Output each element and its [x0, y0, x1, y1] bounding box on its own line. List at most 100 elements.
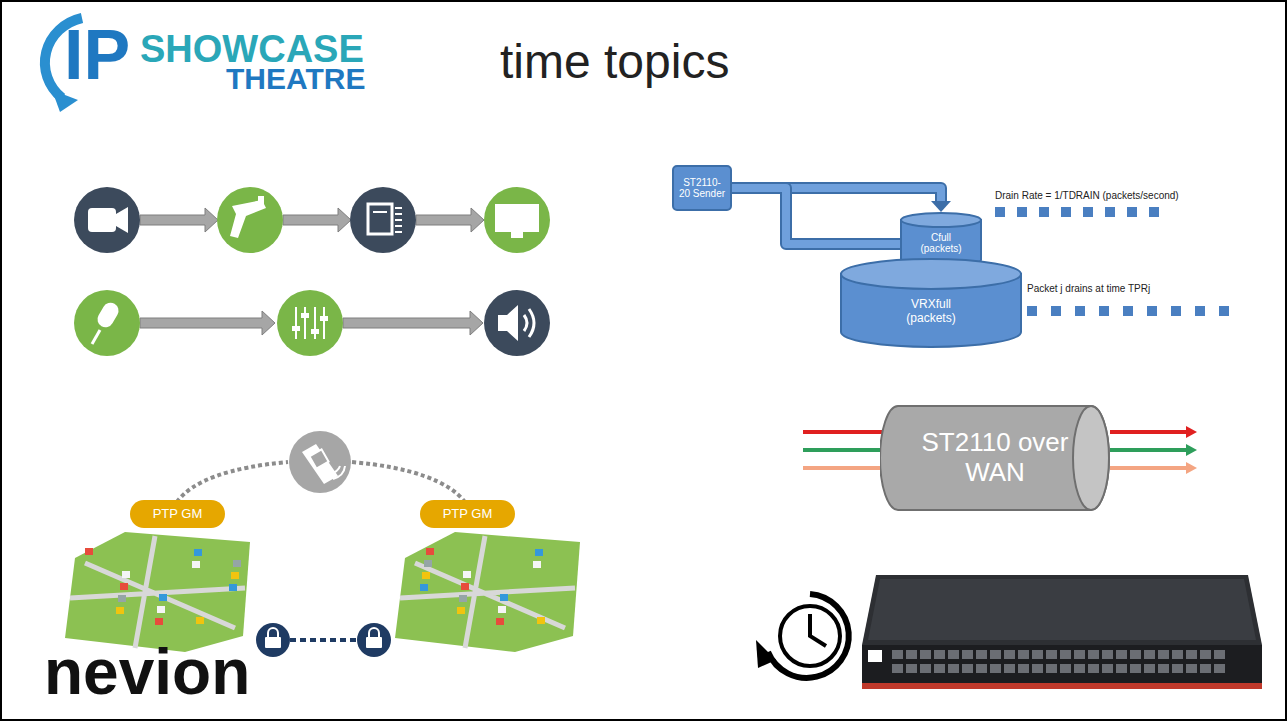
audio-flow	[292, 313, 328, 334]
port	[1158, 650, 1169, 659]
video-flow	[88, 208, 116, 232]
wan-arrows	[803, 430, 890, 434]
port	[1102, 650, 1113, 659]
audio-flow	[484, 290, 550, 356]
node-text: PTP GM	[153, 507, 203, 522]
building	[85, 548, 93, 555]
wan-arrows	[803, 448, 890, 452]
wan-arrows	[1110, 448, 1188, 452]
node-text: (packets)	[920, 243, 961, 255]
port	[1130, 664, 1141, 673]
building	[157, 606, 165, 613]
building	[496, 618, 504, 625]
shape	[673, 166, 731, 210]
port	[962, 650, 973, 659]
building	[196, 617, 204, 624]
brand-logo: nevion	[44, 640, 250, 704]
packet-square	[1171, 306, 1181, 316]
satellite-link	[309, 449, 328, 468]
network-switch	[862, 575, 1262, 645]
node-text: PTP GM	[443, 507, 493, 522]
port	[1004, 650, 1015, 659]
port	[990, 650, 1001, 659]
satellite-link	[302, 444, 338, 484]
building	[231, 572, 239, 579]
port	[1088, 664, 1099, 673]
wan-cylinder: ST2110 over WAN	[880, 405, 1110, 511]
video-flow	[140, 208, 484, 232]
video-flow	[217, 187, 283, 253]
building	[537, 617, 545, 624]
secure-link	[357, 623, 391, 657]
video-flow	[373, 211, 387, 213]
logo-arc	[52, 90, 78, 112]
port	[906, 664, 917, 673]
port	[948, 664, 959, 673]
audio-flow	[323, 307, 325, 339]
port	[1046, 650, 1057, 659]
secure-link	[366, 637, 382, 648]
secure-link	[290, 638, 357, 642]
building	[498, 606, 506, 613]
port	[1172, 664, 1183, 673]
city-map	[65, 532, 250, 652]
audio-flow	[314, 307, 316, 339]
port	[1046, 664, 1057, 673]
audio-flow	[296, 307, 324, 339]
building	[535, 549, 543, 556]
clock-icon	[810, 614, 826, 646]
shape	[420, 500, 515, 528]
slide-title: time topics	[500, 34, 729, 89]
shape	[1073, 406, 1109, 510]
network-switch	[868, 650, 882, 662]
secure-link	[369, 628, 379, 638]
port	[1214, 650, 1225, 659]
building	[155, 618, 163, 625]
port	[1102, 664, 1113, 673]
packet-square	[1123, 306, 1133, 316]
network-switch	[862, 645, 1262, 683]
audio-flow	[498, 305, 518, 341]
port	[976, 664, 987, 673]
wan-arrows	[1110, 466, 1188, 470]
building	[533, 561, 541, 568]
video-flow	[368, 204, 392, 234]
wan-arrows	[1186, 426, 1197, 438]
port	[934, 664, 945, 673]
city-map	[65, 532, 250, 652]
audio-flow	[74, 290, 550, 356]
city-map	[395, 532, 580, 652]
packet-square	[1027, 306, 1037, 316]
video-flow	[395, 219, 402, 221]
audio-flow	[74, 290, 140, 356]
video-flow	[350, 187, 416, 253]
port	[1130, 650, 1141, 659]
node-text: ST2110 over WAN	[920, 428, 1070, 488]
logo-text: IP	[64, 20, 130, 90]
building	[422, 572, 430, 579]
building	[192, 561, 200, 568]
port	[906, 650, 917, 659]
city-map	[395, 532, 580, 652]
port	[948, 650, 959, 659]
packet-square	[1017, 207, 1027, 217]
clock-icon	[756, 640, 776, 668]
packet-square	[1147, 306, 1157, 316]
drain-note: Packet j drains at time TPRj	[1027, 284, 1150, 294]
logo-text: THEATRE	[226, 64, 365, 94]
video-flow	[258, 196, 264, 206]
building	[426, 548, 434, 555]
node-text: (packets)	[906, 312, 955, 326]
secure-link	[256, 623, 391, 657]
video-flow	[416, 208, 484, 232]
satellite-link	[330, 466, 345, 479]
sender-box: ST2110-20 Sender	[672, 165, 732, 211]
port	[1200, 650, 1211, 659]
node-text: Cfull	[931, 232, 951, 244]
video-flow	[283, 208, 351, 232]
secure-link	[265, 637, 281, 648]
